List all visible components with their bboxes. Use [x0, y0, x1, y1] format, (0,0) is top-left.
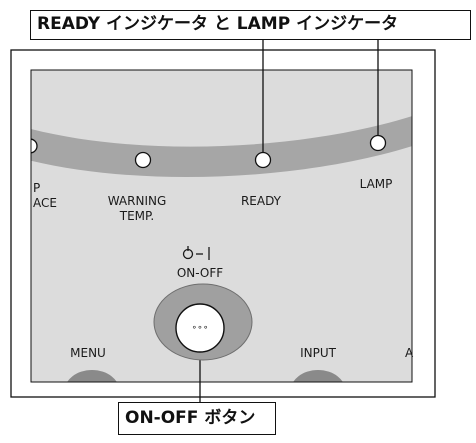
ready-indicator [254, 151, 272, 169]
left-edge-indicator [31, 138, 38, 154]
left-partial-label-1: P [33, 181, 40, 195]
ready-lamp-indicator-callout: READY インジケータ と LAMP インジケータ [30, 10, 471, 40]
menu-button-ring [67, 370, 117, 382]
temp-label: TEMP. [119, 209, 154, 223]
on-off-button[interactable] [175, 303, 225, 353]
on-off-button-dots: ∘∘∘ [192, 323, 209, 333]
lamp-indicator [369, 134, 387, 152]
left-partial-label-2: ACE [33, 196, 57, 210]
lamp-label: LAMP [360, 177, 393, 191]
panel-border [30, 69, 413, 383]
power-symbol-icon [182, 246, 210, 260]
ready-label: READY [241, 194, 282, 208]
indicator-band [31, 116, 412, 177]
on-off-button-callout: ON-OFF ボタン [118, 402, 276, 435]
warning-temp-indicator [134, 151, 152, 169]
right-partial-label: A [405, 346, 414, 360]
on-off-label: ON-OFF [177, 266, 223, 280]
input-button-ring [293, 370, 343, 382]
warning-label: WARNING [108, 194, 167, 208]
input-label: INPUT [300, 346, 337, 360]
menu-label: MENU [70, 346, 106, 360]
